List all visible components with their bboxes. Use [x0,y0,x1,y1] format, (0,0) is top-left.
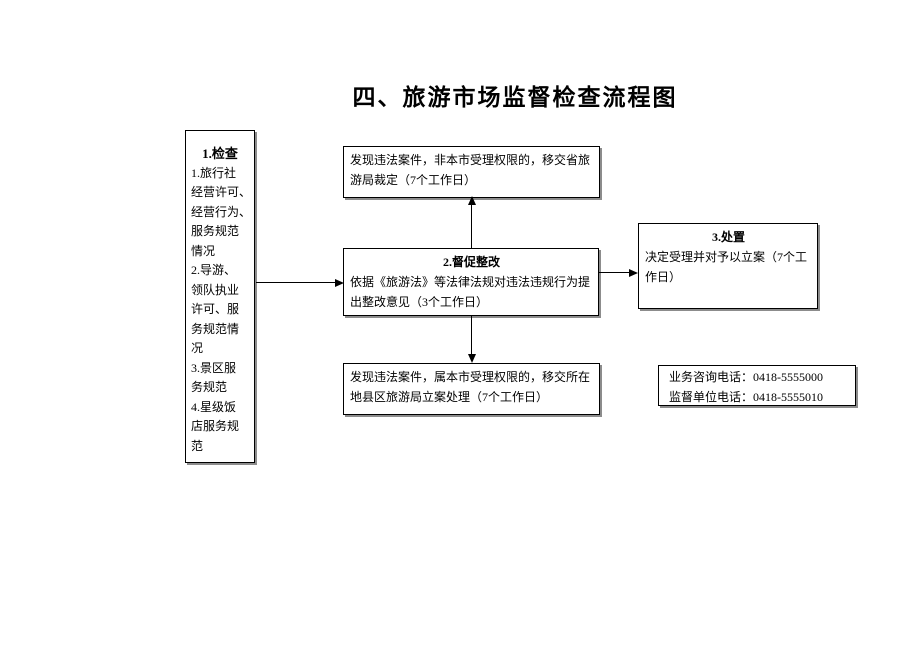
arrow-rectify-to-province-head-icon [468,196,476,205]
contact-box: 业务咨询电话：0418-5555000 监督单位电话：0418-5555010 [658,365,856,406]
page-title: 四、旅游市场监督检查流程图 [352,85,678,110]
transfer-province-box-body: 发现违法案件，非本市受理权限的，移交省旅 游局裁定（7个工作日） [350,153,591,187]
arrow-rectify-to-county-head-icon [468,354,476,363]
arrow-rectify-to-dispose-head-icon [629,269,638,277]
rectify-box-heading: 2.督促整改 [442,255,500,269]
inspect-box: 1.检查 1.旅行社 经营许可、 经营行为、 服务规范 情况 2.导游、 领队执… [185,130,255,463]
transfer-county-box: 发现违法案件，属本市受理权限的，移交所在 地县区旅游局立案处理（7个工作日） [343,363,600,415]
arrow-inspect-to-rectify-head-icon [335,279,344,287]
arrow-rectify-to-province-line [471,205,472,248]
inspect-box-body: 1.旅行社 经营许可、 经营行为、 服务规范 情况 2.导游、 领队执业 许可、… [191,165,252,453]
transfer-county-box-body: 发现违法案件，属本市受理权限的，移交所在 地县区旅游局立案处理（7个工作日） [350,370,591,404]
arrow-rectify-to-dispose-line [599,272,629,273]
inspect-box-heading: 1.检查 [202,146,238,161]
rectify-box: 2.督促整改 依据《旅游法》等法律法规对违法违规行为提 出整改意见（3个工作日） [343,248,599,316]
dispose-box-body: 决定受理并对予以立案（7个工 作日） [645,250,808,284]
dispose-box: 3.处置 决定受理并对予以立案（7个工 作日） [638,223,818,309]
rectify-box-body: 依据《旅游法》等法律法规对违法违规行为提 出整改意见（3个工作日） [350,275,591,309]
contact-phone-line-1: 业务咨询电话：0418-5555000 [669,370,823,384]
arrow-rectify-to-county-line [471,316,472,355]
arrow-inspect-to-rectify-line [256,282,336,283]
contact-phone-line-2: 监督单位电话：0418-5555010 [669,390,823,404]
dispose-box-heading: 3.处置 [711,230,745,244]
transfer-province-box: 发现违法案件，非本市受理权限的，移交省旅 游局裁定（7个工作日） [343,146,600,198]
